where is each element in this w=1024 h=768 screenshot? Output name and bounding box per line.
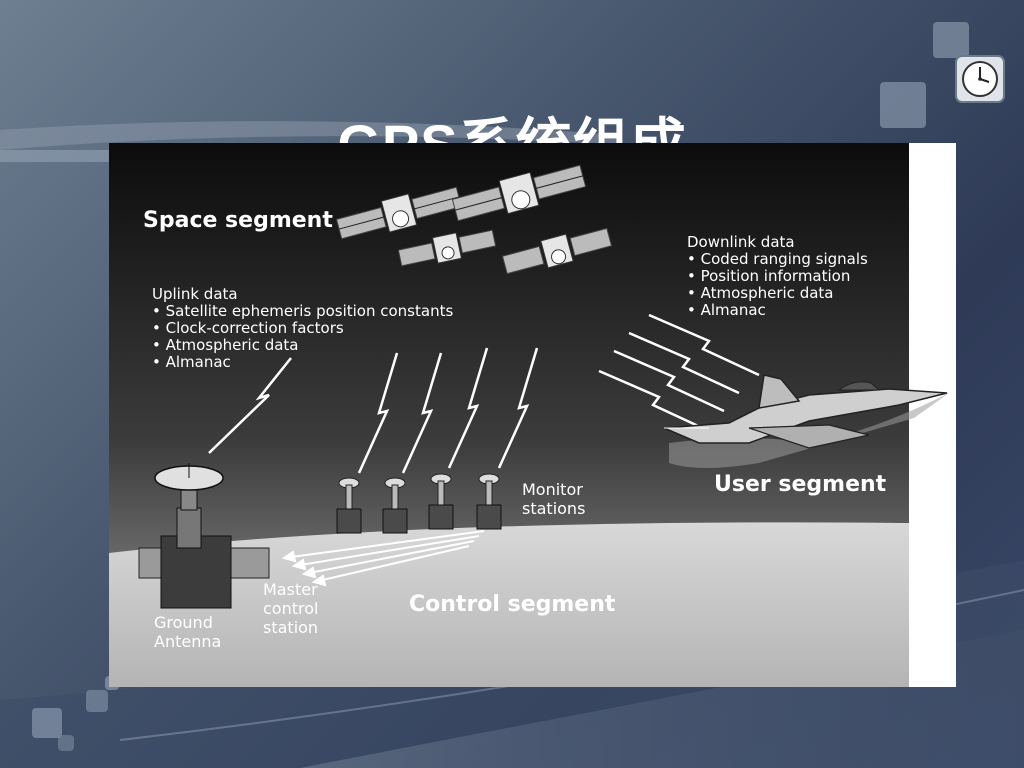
- uplink-data-item: • Atmospheric data: [152, 336, 299, 354]
- downlink-data-item: • Atmospheric data: [687, 284, 834, 302]
- satellite-icon: [451, 164, 587, 222]
- control-segment-label: Control segment: [409, 592, 616, 617]
- deco-square: [880, 82, 926, 128]
- jet-aircraft-icon: [663, 374, 949, 468]
- monitor-stations-label-line: Monitor: [522, 480, 583, 499]
- uplink-data-item: • Satellite ephemeris position constants: [152, 302, 453, 320]
- uplink-data-item: • Clock-correction factors: [152, 319, 344, 337]
- downlink-data-title: Downlink data: [687, 233, 795, 251]
- master-control-label-line: Master: [263, 580, 318, 599]
- signal-bolt-icon: [497, 347, 539, 469]
- deco-square: [32, 708, 62, 738]
- deco-square: [933, 22, 969, 58]
- signal-bolt-icon: [401, 352, 443, 474]
- master-control-label-line: control: [263, 599, 318, 618]
- satellite-icon: [335, 186, 463, 240]
- downlink-data-item: • Almanac: [687, 301, 766, 319]
- downlink-data-item: • Position information: [687, 267, 850, 285]
- monitor-station-icon: [336, 477, 362, 534]
- clock-icon: [955, 55, 1005, 103]
- ground-antenna-label-line: Antenna: [154, 632, 221, 651]
- downlink-signal-icon: [598, 369, 710, 433]
- downlink-signal-icon: [628, 331, 740, 395]
- data-link-arrows: [281, 530, 485, 587]
- satellite-icon: [397, 229, 497, 267]
- downlink-signal-icon: [613, 349, 725, 413]
- master-control-label-line: station: [263, 618, 318, 637]
- signal-bolt-icon: [447, 347, 489, 469]
- uplink-data-block: Uplink data • Satellite ephemeris positi…: [152, 285, 453, 371]
- monitor-station-icon: [382, 477, 408, 534]
- downlink-signal-icon: [648, 313, 760, 377]
- uplink-data-item: • Almanac: [152, 353, 231, 371]
- ground-antenna-icon: [138, 463, 270, 609]
- monitor-station-icon: [476, 473, 502, 530]
- signal-bolt-icon: [357, 352, 399, 474]
- ground-antenna-label-line: Ground: [154, 613, 213, 632]
- gps-system-diagram: Space segment Uplink data • Satellite ep…: [109, 143, 956, 687]
- space-segment-label: Space segment: [143, 208, 333, 233]
- deco-square: [58, 735, 74, 751]
- user-segment-label: User segment: [714, 472, 887, 497]
- uplink-data-title: Uplink data: [152, 285, 238, 303]
- monitor-station-icon: [428, 473, 454, 530]
- deco-square: [86, 690, 108, 712]
- monitor-stations-label-line: stations: [522, 499, 585, 518]
- uplink-signal-icon: [208, 357, 292, 454]
- satellite-icon: [501, 227, 613, 275]
- downlink-data-item: • Coded ranging signals: [687, 250, 868, 268]
- downlink-data-block: Downlink data • Coded ranging signals • …: [687, 233, 868, 319]
